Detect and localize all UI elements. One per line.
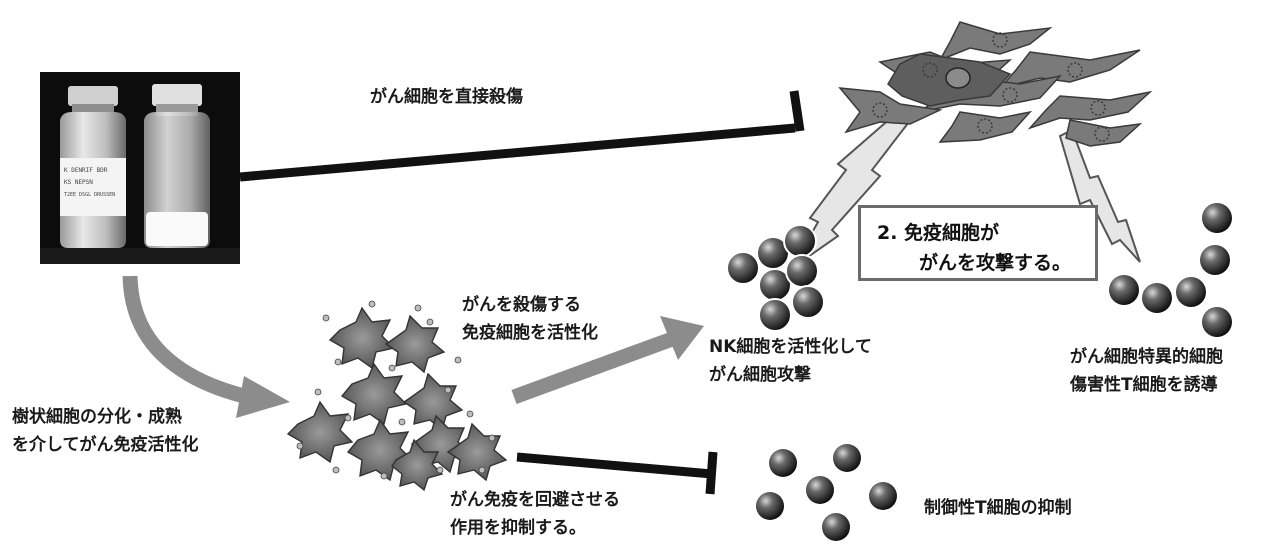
treg-label: 制御性T細胞の抑制 (924, 498, 1072, 518)
activate-label-line-1: がんを殺傷する (462, 295, 581, 315)
ctl-label-line-2: 傷害性T細胞を誘導 (1070, 375, 1218, 395)
callout-line-2: がんを攻撃する。 (919, 252, 1072, 274)
callout-line-1: 2. 免疫細胞が (877, 222, 1000, 244)
direct-kill-inhibit-line (239, 123, 796, 182)
activate-label-line-2: 免疫細胞を活性化 (462, 323, 598, 343)
dendritic-cell-particles (296, 300, 496, 480)
vial-label-text: T2EE DSGL DRUSSEN (64, 192, 115, 198)
direct-kill-inhibit-bar (789, 90, 805, 132)
nk-cell-cluster (726, 224, 825, 332)
treg-cell-cluster (756, 444, 897, 541)
ctl-cell-cluster (1109, 203, 1232, 337)
lightning-bolt-right (1058, 128, 1141, 263)
curved-arrow-head (236, 376, 290, 418)
activation-arrow (511, 330, 678, 405)
suppress-label-line-2: 作用を抑制する。 (450, 518, 586, 538)
activation-arrow-head (660, 316, 704, 360)
suppress-inhibit-bar (705, 451, 718, 495)
lightning-bolt-left (791, 108, 914, 269)
direct-kill-label: がん細胞を直接殺傷 (370, 87, 523, 107)
callout-box: 2. 免疫細胞が がんを攻撃する。 (858, 205, 1098, 281)
suppress-label-line-1: がん免疫を回避させる (450, 490, 620, 510)
suppress-inhibit-line (516, 452, 713, 479)
cancer-cell-cluster (838, 21, 1153, 147)
nk-label-line-2: がん細胞攻撃 (709, 365, 811, 385)
curved-arrow (122, 275, 254, 406)
dc-label-line-1: 樹状細胞の分化・成熟 (12, 407, 182, 427)
vial-label-text: K DENRIF BDR (64, 167, 108, 174)
ctl-label-line-1: がん細胞特異的細胞 (1070, 347, 1223, 367)
vial-label-text: KS NEPSN (64, 179, 93, 186)
nk-label-line-1: NK細胞を活性化して (709, 337, 872, 357)
dc-label-line-2: を介してがん免疫活性化 (12, 435, 199, 455)
vial-photo: K DENRIF BDR KS NEPSN T2EE DSGL DRUSSEN (40, 72, 240, 264)
